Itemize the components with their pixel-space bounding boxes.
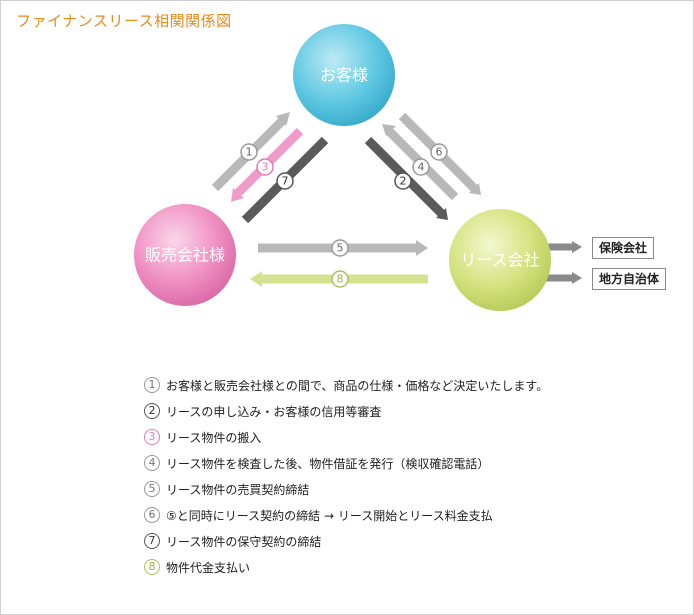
legend-number-5: 5 (144, 481, 160, 497)
marker-2: 2 (394, 172, 412, 190)
legend-number-2: 2 (144, 403, 160, 419)
svg-text:6: 6 (436, 146, 443, 159)
svg-text:7: 7 (282, 175, 289, 188)
svg-text:1: 1 (246, 146, 253, 159)
legend-item-5: 5 リース物件の売買契約締結 (144, 476, 548, 502)
legend-item-2: 2 リースの申し込み・お客様の信用等審査 (144, 398, 548, 424)
arrow-to-local-gov (545, 272, 582, 284)
legend-number-4: 4 (144, 455, 160, 471)
legend-text-6: ⑤と同時にリース契約の締結 → リース開始とリース料金支払 (166, 508, 493, 523)
legend-item-7: 7 リース物件の保守契約の締結 (144, 528, 548, 554)
legend: 1 お客様と販売会社様との間で、商品の仕様・価格など決定いたします。 2 リース… (144, 372, 548, 580)
legend-text-3: リース物件の搬入 (166, 430, 262, 445)
svg-text:5: 5 (337, 242, 344, 255)
marker-3: 3 (256, 158, 274, 176)
svg-text:8: 8 (337, 273, 344, 286)
legend-item-1: 1 お客様と販売会社様との間で、商品の仕様・価格など決定いたします。 (144, 372, 548, 398)
svg-text:3: 3 (262, 161, 269, 174)
local-government-box: 地方自治体 (592, 268, 667, 290)
legend-number-1: 1 (144, 377, 160, 393)
marker-1: 1 (240, 143, 258, 161)
marker-8: 8 (331, 270, 349, 288)
legend-text-1: お客様と販売会社様との間で、商品の仕様・価格など決定いたします。 (166, 378, 549, 393)
legend-number-6: 6 (144, 507, 160, 523)
legend-text-8: 物件代金支払い (166, 560, 251, 575)
svg-text:販売会社様: 販売会社様 (145, 246, 225, 265)
node-lease-company: リース会社 (449, 209, 551, 311)
marker-7: 7 (276, 172, 294, 190)
legend-number-8: 8 (144, 559, 160, 575)
legend-item-6: 6 ⑤と同時にリース契約の締結 → リース開始とリース料金支払 (144, 502, 548, 528)
svg-text:2: 2 (400, 175, 407, 188)
arrow-to-insurance (545, 241, 582, 253)
legend-number-7: 7 (144, 533, 160, 549)
legend-number-3: 3 (144, 429, 160, 445)
svg-text:リース会社: リース会社 (460, 251, 539, 270)
legend-text-4: リース物件を検査した後、物件借証を発行（検収確認電話） (166, 456, 490, 471)
node-dealer: 販売会社様 (134, 204, 236, 306)
marker-6: 6 (430, 143, 448, 161)
legend-item-8: 8 物件代金支払い (144, 554, 548, 580)
legend-item-4: 4 リース物件を検査した後、物件借証を発行（検収確認電話） (144, 450, 548, 476)
legend-text-2: リースの申し込み・お客様の信用等審査 (166, 404, 382, 419)
svg-text:お客様: お客様 (320, 66, 368, 85)
svg-text:4: 4 (418, 161, 425, 174)
legend-text-5: リース物件の売買契約締結 (166, 482, 310, 497)
marker-4: 4 (412, 158, 430, 176)
legend-item-3: 3 リース物件の搬入 (144, 424, 548, 450)
insurance-company-box: 保険会社 (592, 237, 655, 259)
diagram-title: ファイナンスリース相関関係図 (16, 12, 232, 30)
marker-5: 5 (331, 239, 349, 257)
legend-text-7: リース物件の保守契約の締結 (166, 534, 322, 549)
node-customer: お客様 (293, 24, 395, 126)
